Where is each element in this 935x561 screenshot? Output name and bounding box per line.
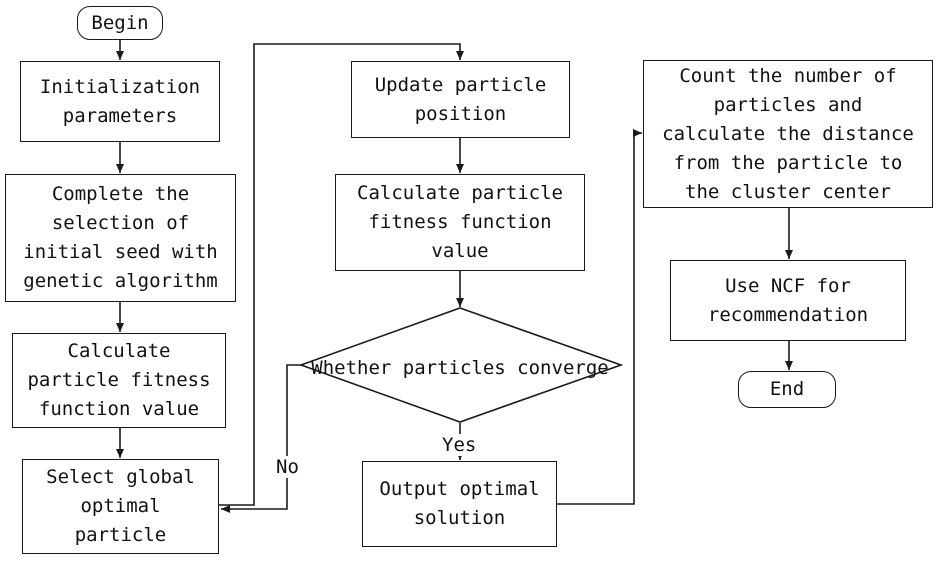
- arrow-output-to-count: [557, 129, 642, 505]
- calculate-fitness-middle-box: Calculate particle fitness function valu…: [335, 174, 585, 271]
- select-global-optimal-box: Select global optimal particle: [22, 459, 219, 554]
- count-particles-box: Count the number of particles and calcul…: [643, 60, 933, 208]
- end-terminal: End: [738, 371, 836, 408]
- arrow-select-to-update: [219, 43, 464, 506]
- decision-diamond: [298, 307, 624, 423]
- use-ncf-box: Use NCF for recommendation: [670, 260, 906, 341]
- no-label: No: [276, 456, 299, 478]
- calculate-fitness-left-box: Calculate particle fitness function valu…: [12, 333, 226, 428]
- decision-label: Whether particles converge: [311, 357, 609, 379]
- update-position-box: Update particle position: [351, 61, 570, 138]
- initialization-parameters-box: Initialization parameters: [20, 61, 220, 142]
- output-optimal-box: Output optimal solution: [362, 461, 557, 547]
- begin-terminal: Begin: [77, 6, 163, 40]
- yes-label: Yes: [442, 434, 477, 456]
- arrow-decision-no-to-select: [221, 364, 301, 513]
- seed-selection-box: Complete the selection of initial seed w…: [5, 174, 236, 302]
